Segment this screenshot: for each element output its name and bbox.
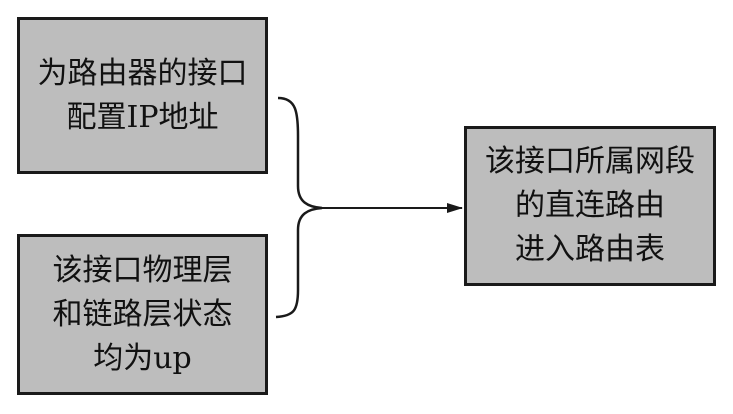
condition-box-ip-config-text: 为路由器的接口 配置IP地址 bbox=[37, 55, 248, 135]
result-box-direct-route-text: 该接口所属网段 的直连路由 进入路由表 bbox=[485, 144, 695, 267]
result-box-direct-route: 该接口所属网段 的直连路由 进入路由表 bbox=[464, 126, 716, 286]
curly-brace bbox=[275, 96, 323, 319]
condition-box-link-state-text: 该接口物理层 和链路层状态 均为up bbox=[52, 252, 233, 376]
condition-box-link-state: 该接口物理层 和链路层状态 均为up bbox=[17, 234, 268, 395]
condition-box-ip-config: 为路由器的接口 配置IP地址 bbox=[17, 17, 268, 174]
